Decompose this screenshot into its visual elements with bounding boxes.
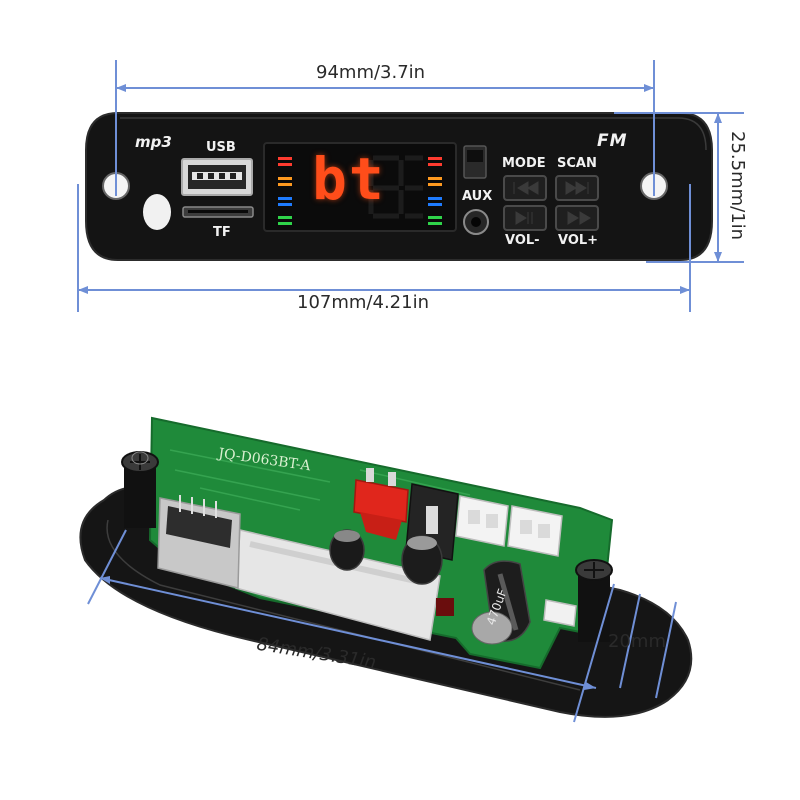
white-connector-2 [507,505,563,557]
vol-up-icon [567,211,591,225]
depth-dimension-label: 20mm [608,631,666,652]
display-readout: bt [312,145,386,213]
next-track-button[interactable] [555,175,599,201]
vol-up-label: VOL+ [558,233,599,248]
mode-switch[interactable] [463,145,487,179]
capacitor-mid [401,535,443,585]
vol-down-label: VOL- [505,233,540,248]
vol-down-button[interactable] [503,205,547,231]
red-connector [353,468,409,540]
aux-label: AUX [462,189,493,204]
standoff-right [575,559,613,642]
tf-label: TF [213,225,231,240]
aux-jack[interactable] [463,209,489,235]
usb-port[interactable] [181,158,253,196]
tf-card-slot[interactable] [182,206,254,218]
small-capacitor [329,529,365,571]
speaker-connector [543,599,577,627]
led-display [263,142,457,232]
unlit-digits [368,155,423,219]
dimension-lines-bottom [87,529,677,723]
width-dimension-label: 94mm/3.7in [316,62,426,83]
next-track-icon [565,181,589,195]
white-connector-1 [455,495,509,547]
mode-label: MODE [502,156,546,171]
total-width-dimension-label: 107mm/4.21in [297,292,429,313]
fm-label: FM [597,131,628,151]
ir-receiver [143,194,171,230]
mp3-logo: mp3 [135,133,172,151]
prev-track-icon [513,181,539,195]
usb-label: USB [206,140,236,155]
usb-port-side [157,495,241,589]
level-meter-left [278,157,292,225]
small-diode [436,598,454,616]
standoff-left [121,451,159,528]
vol-up-button[interactable] [555,205,599,231]
level-meter-right [428,157,442,225]
vol-down-icon [515,211,533,225]
prev-track-button[interactable] [503,175,547,201]
height-dimension-label: 25.5mm/1in [727,131,748,241]
large-capacitor [471,560,531,645]
dimension-lines-top [77,60,744,312]
scan-label: SCAN [557,156,597,171]
